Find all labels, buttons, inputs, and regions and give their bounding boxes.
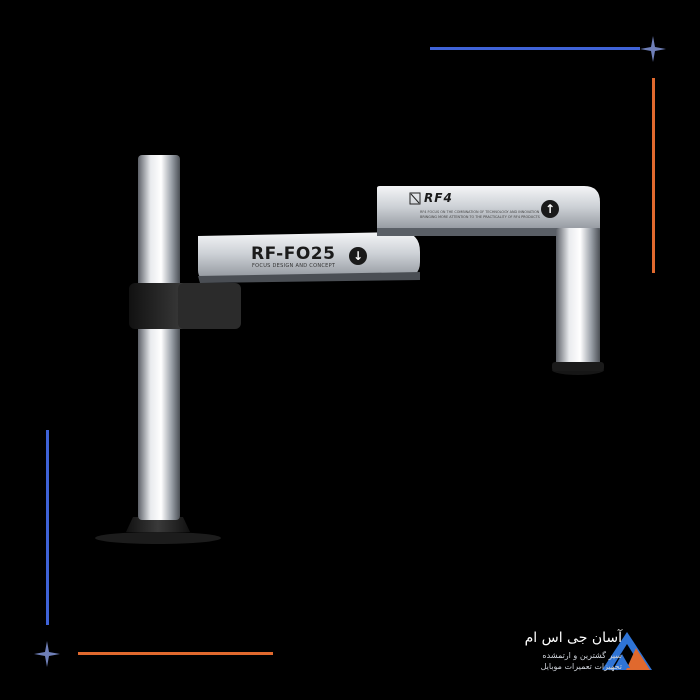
left-blue-line bbox=[46, 430, 49, 625]
bottom-orange-line bbox=[78, 652, 273, 655]
top-blue-line bbox=[430, 47, 640, 50]
model-sub-label: FOCUS DESIGN AND CONCEPT bbox=[252, 263, 336, 269]
sparkle-icon-top-right bbox=[640, 36, 666, 62]
brand-label: RF4 bbox=[424, 191, 453, 205]
base-plate bbox=[95, 532, 221, 544]
model-label: RF-FO25 bbox=[251, 244, 336, 264]
arrow-down-glyph: ↓ bbox=[352, 249, 364, 263]
watermark-subtitle-line1: سیر گشترین و ارتمشده bbox=[542, 651, 622, 660]
watermark-logo-icon bbox=[602, 632, 652, 670]
right-orange-line bbox=[652, 78, 655, 273]
brand-text-line2: BRINGING MORE ATTENTION TO THE PRACTICAL… bbox=[420, 215, 540, 219]
base-foot bbox=[126, 517, 190, 532]
sparkle-icon-bottom-left bbox=[34, 641, 60, 667]
lower-arm bbox=[198, 232, 420, 280]
rf4-logo-box bbox=[409, 192, 421, 205]
arrow-down-icon: ↓ bbox=[349, 247, 367, 265]
drop-pole bbox=[556, 228, 600, 368]
upper-arm bbox=[377, 186, 600, 232]
watermark-subtitle-line2: تجهیزات تعمیرات موبایل bbox=[540, 662, 622, 671]
vertical-pole bbox=[138, 155, 180, 520]
arrow-up-glyph: ↑ bbox=[544, 202, 556, 216]
watermark-title: آسان جی اس ام bbox=[524, 630, 622, 646]
brand-text-line1: RF4 FOCUS ON THE COMBINATION OF TECHNOLO… bbox=[420, 210, 540, 214]
arrow-up-icon: ↑ bbox=[541, 200, 559, 218]
